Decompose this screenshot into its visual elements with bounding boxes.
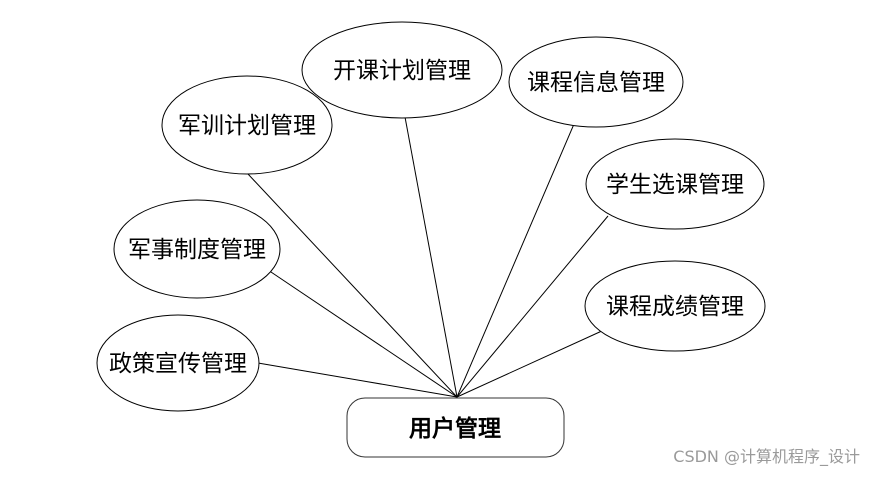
connector-kecheng-info: [456, 123, 575, 398]
connector-junxun: [247, 173, 458, 398]
node-ellipse: [113, 199, 281, 299]
node-xuanke: 学生选课管理: [585, 138, 765, 230]
node-kecheng-info: 课程信息管理: [508, 36, 684, 128]
node-ellipse: [584, 260, 766, 352]
node-kaike: 开课计划管理: [301, 21, 503, 119]
node-ellipse: [301, 21, 503, 119]
connector-kaike: [404, 116, 458, 398]
connector-zhengce: [257, 362, 458, 398]
center-box: [346, 397, 565, 458]
node-ellipse: [508, 36, 684, 128]
node-ellipse: [585, 138, 765, 230]
node-junshi: 军事制度管理: [113, 199, 281, 299]
connector-junshi: [267, 269, 458, 398]
node-label: 军事制度管理: [128, 237, 266, 263]
connector-lines: [247, 116, 609, 398]
connector-chengji: [456, 329, 605, 398]
node-chengji: 课程成绩管理: [584, 260, 766, 352]
node-junxun: 军训计划管理: [161, 75, 333, 175]
center-label: 用户管理: [409, 415, 501, 442]
watermark: CSDN @计算机程序_设计: [673, 447, 860, 466]
node-zhengce: 政策宣传管理: [96, 314, 260, 412]
node-label: 课程信息管理: [527, 70, 665, 96]
node-label: 军训计划管理: [178, 113, 316, 139]
node-ellipse: [161, 75, 333, 175]
node-ellipse: [96, 314, 260, 412]
center-node: 用户管理: [346, 397, 565, 458]
node-label: 开课计划管理: [333, 58, 471, 84]
node-label: 课程成绩管理: [606, 294, 744, 320]
node-label: 政策宣传管理: [109, 351, 247, 377]
node-label: 学生选课管理: [606, 172, 744, 198]
connector-xuanke: [456, 215, 609, 398]
